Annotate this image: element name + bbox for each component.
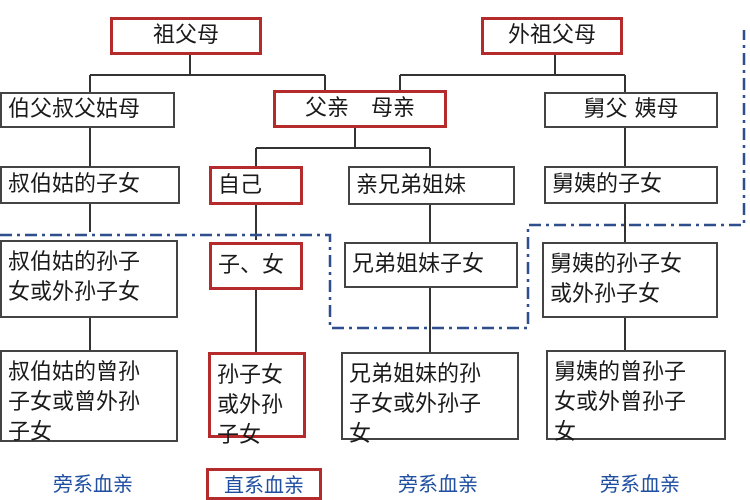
children-node: 子、女 <box>209 242 303 290</box>
cousins-grandchildren-node: 叔伯姑的孙子 女或外孙子女 <box>0 240 178 318</box>
siblings-children-node: 兄弟姐妹子女 <box>344 242 518 288</box>
maternal-cousins-node: 舅姨的子女 <box>544 166 718 204</box>
maternal-cousins-great-grandchildren-node: 舅姨的曾孙子 女或外曾孙子 女 <box>546 350 726 445</box>
maternal-uncles-aunts-node: 舅父 姨母 <box>544 92 718 128</box>
maternal-grandparents-node: 外祖父母 <box>481 17 623 55</box>
grandparents-node: 祖父母 <box>110 17 262 55</box>
collateral-label-middle: 旁系血亲 <box>398 472 478 496</box>
self-node: 自己 <box>209 166 303 205</box>
collateral-label-right: 旁系血亲 <box>600 472 680 496</box>
uncles-aunts-node: 伯父叔父姑母 <box>0 92 175 128</box>
grandchildren-node: 孙子女 或外孙 子女 <box>208 352 306 448</box>
lineal-label: 直系血亲 <box>206 468 322 500</box>
siblings-node: 亲兄弟姐妹 <box>348 166 515 205</box>
siblings-grandchildren-node: 兄弟姐妹的孙 子女或外孙子 女 <box>341 352 519 447</box>
parents-node: 父亲 母亲 <box>273 90 447 128</box>
collateral-label-left: 旁系血亲 <box>53 472 133 496</box>
cousins-great-grandchildren-node: 叔伯姑的曾孙 子女或曾外孙 子女 <box>0 350 178 445</box>
cousins-node: 叔伯姑的子女 <box>0 166 180 204</box>
maternal-cousins-grandchildren-node: 舅姨的孙子女 或外孙子女 <box>542 242 718 318</box>
